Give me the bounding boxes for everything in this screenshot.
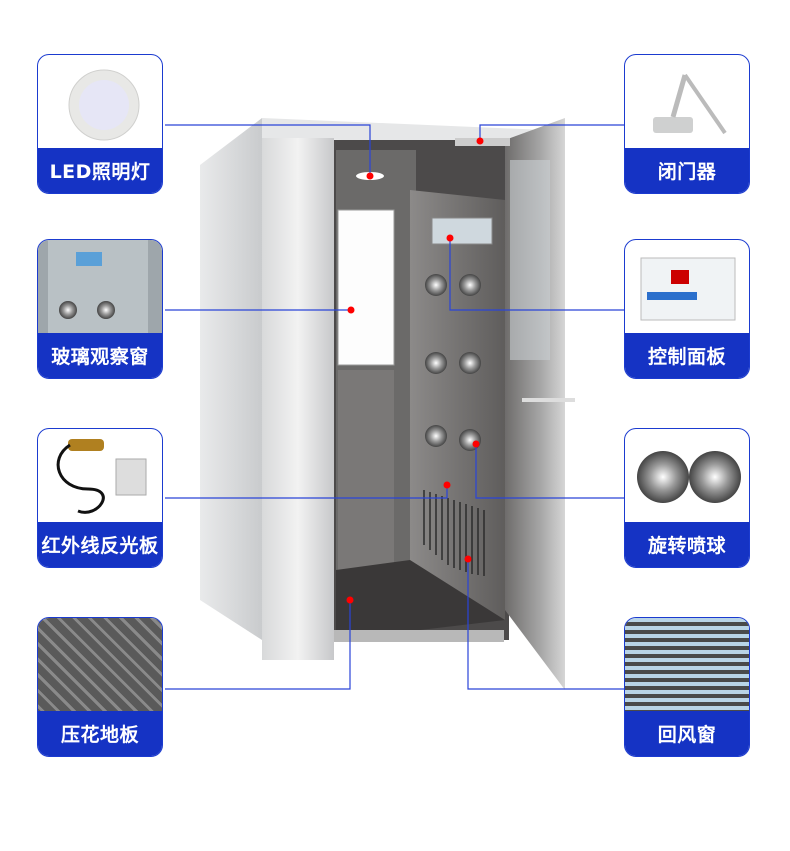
callout-label: 控制面板 — [625, 333, 749, 378]
callout-label: 旋转喷球 — [625, 522, 749, 567]
return-air-vent-icon — [625, 618, 749, 714]
callout-label: 压花地板 — [38, 711, 162, 756]
callout-label: 红外线反光板 — [38, 522, 162, 567]
callout-return-air-vent: 回风窗 — [624, 617, 750, 757]
callout-embossed-floor: 压花地板 — [37, 617, 163, 757]
callout-label: 玻璃观察窗 — [38, 333, 162, 378]
connector-lines — [165, 124, 624, 690]
door-closer-icon — [625, 55, 749, 151]
rotating-nozzle-icon — [625, 429, 749, 525]
callout-label: 闭门器 — [625, 148, 749, 193]
callout-led-light: LED照明灯 — [37, 54, 163, 194]
infrared-sensor-icon — [38, 429, 162, 525]
callout-control-panel: 控制面板 — [624, 239, 750, 379]
callout-infrared-reflector: 红外线反光板 — [37, 428, 163, 568]
callout-label: LED照明灯 — [38, 148, 162, 193]
embossed-floor-icon — [38, 618, 162, 714]
glass-window-icon — [38, 240, 162, 336]
nozzles — [425, 274, 481, 451]
return-air-vent — [423, 490, 485, 576]
control-panel-icon — [625, 240, 749, 336]
glass-window — [337, 209, 395, 366]
floor — [336, 560, 505, 640]
callout-rotating-nozzle: 旋转喷球 — [624, 428, 750, 568]
control-panel — [431, 217, 493, 245]
air-shower-cabinet — [200, 118, 575, 690]
led-light-icon — [38, 55, 162, 151]
marker-dots — [346, 137, 484, 604]
callout-door-closer: 闭门器 — [624, 54, 750, 194]
callout-label: 回风窗 — [625, 711, 749, 756]
callout-glass-window: 玻璃观察窗 — [37, 239, 163, 379]
